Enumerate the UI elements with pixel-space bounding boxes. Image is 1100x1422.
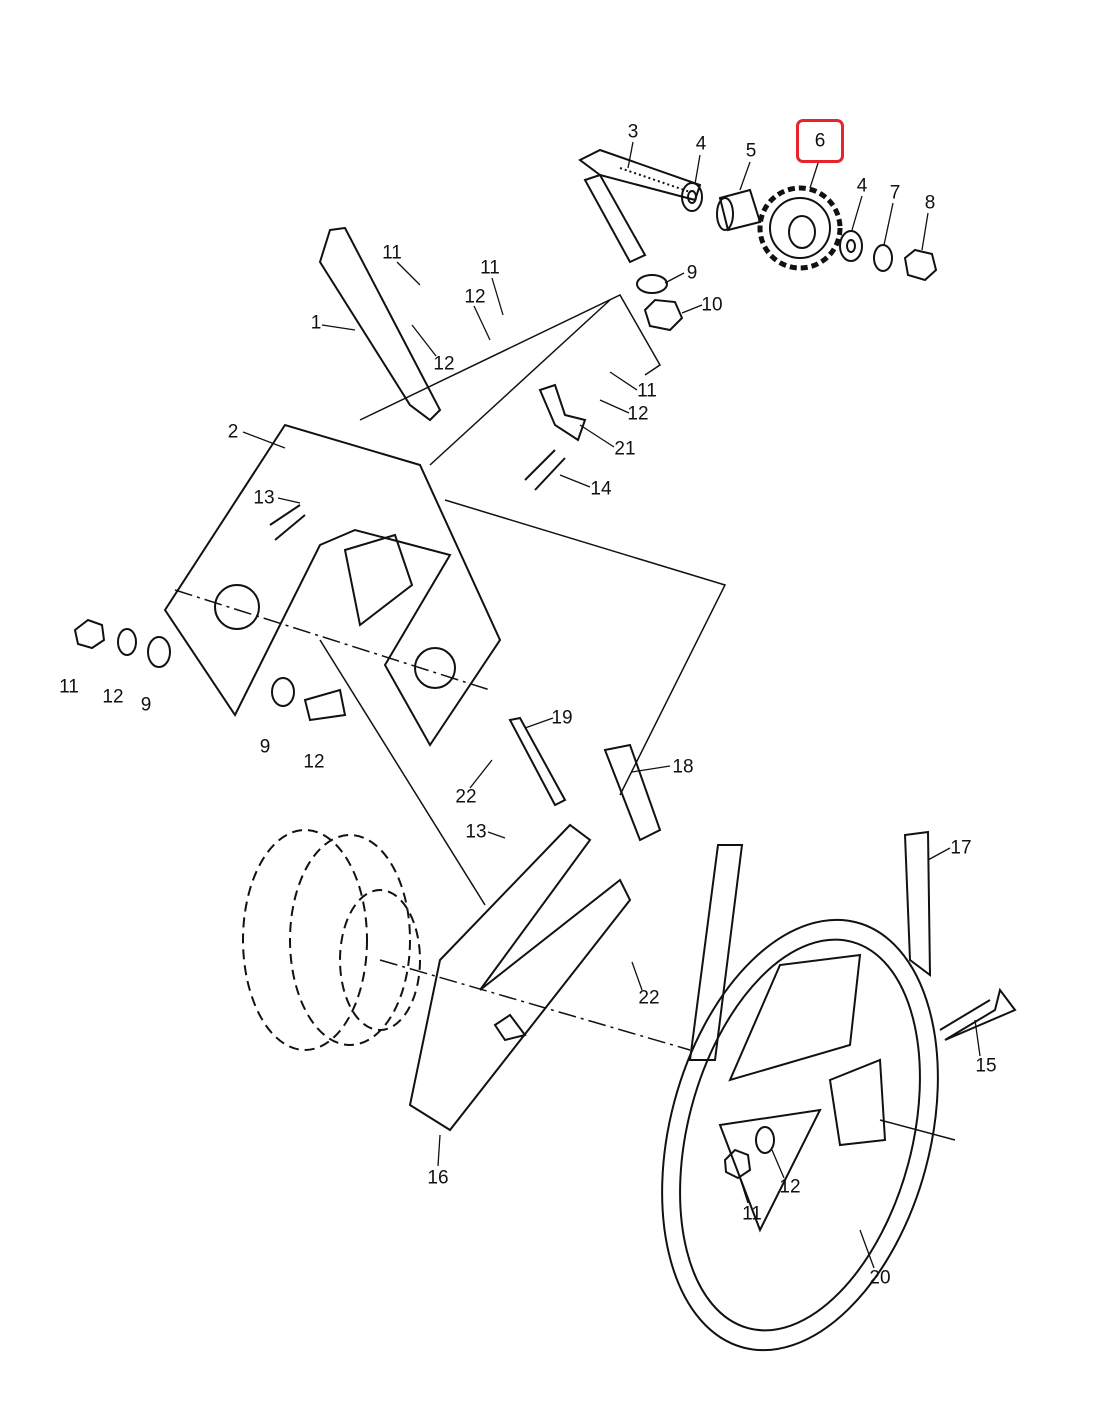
callout-21[interactable]: 21 [614,438,636,460]
callout-12[interactable]: 12 [303,751,325,773]
nut-part-10 [643,298,684,332]
callout-3[interactable]: 3 [627,121,639,143]
callout-16[interactable]: 16 [427,1167,449,1189]
callout-2[interactable]: 2 [227,421,239,443]
callout-11[interactable]: 11 [742,1203,762,1225]
callout-4[interactable]: 4 [695,133,707,155]
callout-22[interactable]: 22 [638,987,660,1009]
callout-9[interactable]: 9 [140,694,152,716]
callout-10[interactable]: 10 [701,294,723,316]
callout-15[interactable]: 15 [975,1055,997,1077]
highlight-box-callout-6 [796,119,844,163]
belt-part-17 [688,844,744,1061]
washer-part-4 [681,182,703,212]
bolt-part-14 [524,449,566,491]
callout-4[interactable]: 4 [856,175,868,197]
callout-22[interactable]: 22 [455,786,477,808]
lockwasher-part-7 [873,244,893,272]
bolt-part-15 [939,987,1017,1041]
pulley-part-20 [661,918,939,1352]
callout-13[interactable]: 13 [465,821,487,843]
callout-20[interactable]: 20 [869,1267,891,1289]
callout-1[interactable]: 1 [310,312,322,334]
plate-part-2 [163,423,502,747]
engine-pulley-dashed [242,829,421,1051]
callout-5[interactable]: 5 [745,140,757,162]
spacer-part-5 [716,188,762,232]
callout-6-highlighted[interactable]: 6 [814,130,826,152]
callout-9[interactable]: 9 [686,262,698,284]
bracket-part-1 [318,226,442,422]
callout-7[interactable]: 7 [889,182,901,204]
callout-9[interactable]: 9 [259,736,271,758]
arm-part-16 [408,823,632,1132]
callout-12[interactable]: 12 [779,1176,801,1198]
sprocket-part-6 [757,185,843,271]
bolt-part-3 [578,148,702,264]
nut-part-8 [903,248,938,282]
bolt-part-13 [269,504,306,541]
callout-13[interactable]: 13 [253,487,275,509]
callout-11[interactable]: 11 [382,242,402,264]
callout-12[interactable]: 12 [102,686,124,708]
callout-17[interactable]: 17 [950,837,972,859]
washer-part-4b [839,230,863,262]
callout-12[interactable]: 12 [433,353,455,375]
guide-part-18 [603,743,662,842]
callout-12[interactable]: 12 [464,286,486,308]
callout-19[interactable]: 19 [551,707,573,729]
callout-12[interactable]: 12 [627,403,649,425]
callout-11[interactable]: 11 [480,257,500,279]
clip-part-21 [538,383,587,442]
washer-part-9 [636,274,668,294]
pin-part-19 [508,716,567,807]
callout-11[interactable]: 11 [637,380,657,402]
nut-left-11 [73,618,106,650]
callout-18[interactable]: 18 [672,756,694,778]
callout-8[interactable]: 8 [924,192,936,214]
callout-11[interactable]: 11 [59,676,79,698]
callout-14[interactable]: 14 [590,478,612,500]
